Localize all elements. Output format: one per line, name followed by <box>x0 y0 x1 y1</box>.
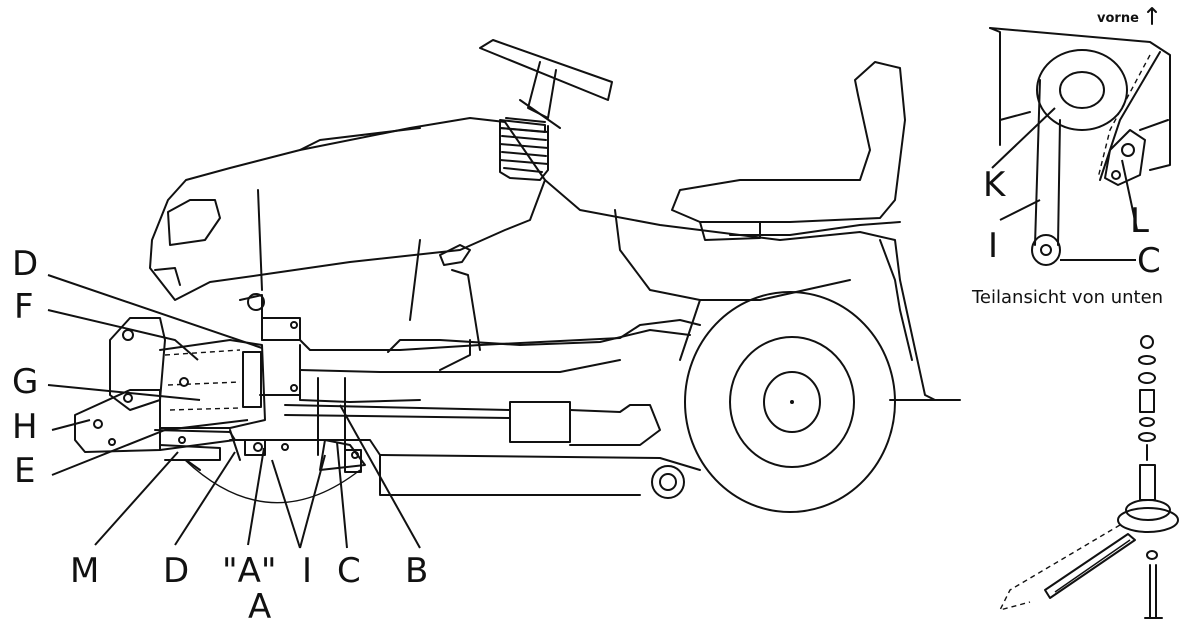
steering-wheel <box>479 39 613 133</box>
sweep-arc <box>184 459 361 504</box>
inset-label-I: I <box>988 226 998 266</box>
label-I: I <box>302 551 312 591</box>
labels-main: D F G H E M D "A" I C B A <box>12 244 428 624</box>
label-A: A <box>248 587 271 624</box>
drive-shaft <box>284 377 661 456</box>
label-B: B <box>405 551 428 591</box>
arc-end-tick <box>185 459 201 471</box>
label-D-bottom: D <box>163 551 189 591</box>
mower-deck <box>229 439 701 499</box>
label-F: F <box>14 287 34 327</box>
rear-wheel <box>684 291 961 513</box>
label-H: H <box>12 407 38 447</box>
inset-label-C: C <box>1137 241 1161 281</box>
leader-lines-main <box>47 274 421 549</box>
inset-caption: Teilansicht von unten <box>971 287 1163 308</box>
hood <box>149 117 546 321</box>
label-E: E <box>14 451 35 491</box>
fender-body <box>544 179 936 401</box>
exploded-spindle-view <box>998 335 1179 619</box>
tractor-side-view <box>74 39 961 513</box>
label-D-top: D <box>12 244 38 284</box>
label-M: M <box>70 551 99 591</box>
front-arrow-icon <box>1147 7 1157 25</box>
steering-column-bellows <box>499 117 549 181</box>
label-G: G <box>12 362 38 402</box>
inset-labels: vorne K L I C Teilansicht von unten <box>971 7 1163 308</box>
label-A-quoted: "A" <box>222 551 277 591</box>
label-C: C <box>337 551 361 591</box>
front-label: vorne <box>1097 11 1139 26</box>
frame <box>239 269 701 403</box>
inset-label-L: L <box>1130 201 1149 241</box>
inset-label-K: K <box>983 165 1007 205</box>
seat <box>671 61 906 241</box>
inset-leaders <box>991 107 1138 261</box>
inset-bottom-view <box>989 27 1171 266</box>
front-bracket-assembly <box>74 317 321 461</box>
